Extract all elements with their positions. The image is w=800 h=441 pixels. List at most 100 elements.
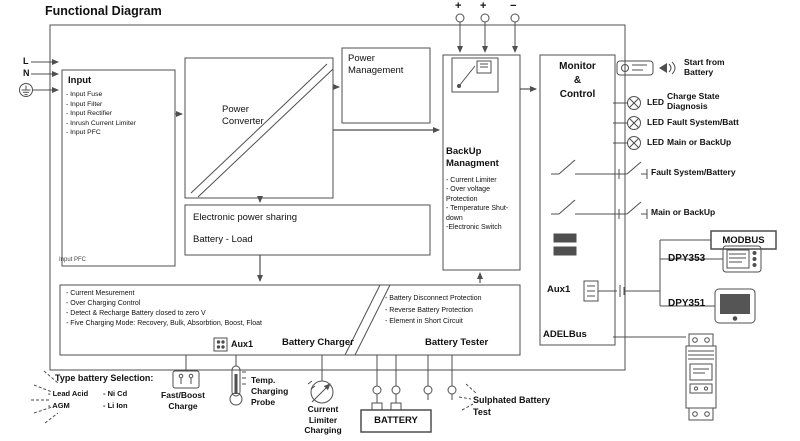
dpy353-display-icon xyxy=(722,245,762,273)
charger-item: - Current Mesurement xyxy=(66,290,135,297)
page-title: Functional Diagram xyxy=(45,4,162,18)
led-prefix-3: LED xyxy=(647,137,664,147)
isolation-line xyxy=(197,68,334,198)
aux1-bottom-label: Aux1 xyxy=(231,339,254,349)
terminal-label-l: L xyxy=(23,56,29,66)
contact-fault-icon xyxy=(618,161,648,179)
backup-block-title: BackUp Managment xyxy=(446,146,499,169)
power-management-label: Power Management xyxy=(348,53,404,76)
type-battery-title: Type battery Selection: xyxy=(55,373,154,383)
current-limiter-label: Current Limiter Charging xyxy=(304,404,342,436)
power-sharing-box xyxy=(184,204,431,256)
tester-item: - Battery Disconnect Protection xyxy=(385,295,482,302)
temp-probe-label: Temp. Charging Probe xyxy=(251,375,289,408)
power-sharing-line1: Electronic power sharing xyxy=(193,212,298,223)
terminal-label-minus: − xyxy=(510,0,517,12)
input-block-title: Input xyxy=(68,75,92,86)
outer-frame xyxy=(49,24,626,371)
top-dc-terminals xyxy=(455,13,520,53)
input-item: - Input Rectifier xyxy=(66,110,113,118)
backup-relay-icon xyxy=(451,57,499,93)
backup-item: -Electronic Switch xyxy=(446,224,502,232)
power-converter-box xyxy=(184,57,334,199)
sulphated-test-label: Sulphated Battery Test xyxy=(473,395,551,417)
tester-item: - Reverse Battery Protection xyxy=(385,306,473,314)
led-prefix-2: LED xyxy=(647,117,664,127)
relay-coil-icon xyxy=(553,246,577,256)
contact-main-backup-icon xyxy=(618,201,648,219)
tester-item: - Element in Short Circuit xyxy=(385,318,463,326)
flow-arrows xyxy=(175,84,537,283)
terminal-label-plus-1: + xyxy=(455,0,462,12)
terminal-label-n: N xyxy=(23,68,30,78)
charger-item: - Five Charging Mode: Recovery, Bulk, Ab… xyxy=(66,320,262,328)
horn-icon xyxy=(659,61,676,75)
led-icons xyxy=(613,96,641,150)
led-label-charge-state: Charge State Diagnosis xyxy=(667,91,720,112)
input-item: - Input Filter xyxy=(66,100,103,108)
thermometer-icon xyxy=(229,355,246,406)
start-from-battery-label: Start from Battery xyxy=(684,57,725,78)
backup-item: - Temperature Shut-down xyxy=(446,205,509,222)
type-battery-item-nicd: - Ni Cd xyxy=(103,389,128,398)
led-prefix-1: LED xyxy=(647,97,664,107)
output-contact-icons xyxy=(618,161,648,219)
backup-item: - Current Limiter xyxy=(446,177,497,184)
type-battery-item-lead-acid: - Lead Acid xyxy=(48,389,89,398)
power-sharing-line2: Battery - Load xyxy=(193,234,253,245)
dashed-signal-decorations xyxy=(31,370,477,424)
tester-item-list: - Battery Disconnect Protection - Revers… xyxy=(385,293,520,328)
input-pfc-stray-label: Input PFC xyxy=(59,257,87,263)
monitor-box xyxy=(539,54,616,346)
relay-coil-icon xyxy=(553,233,577,243)
isolation-line xyxy=(190,63,328,194)
input-item: - Input Fuse xyxy=(66,91,103,98)
input-block-box xyxy=(61,69,176,267)
dpy351-display-icon xyxy=(714,288,756,324)
dpy353-label: DPY353 xyxy=(668,253,706,264)
contact-fault-label: Fault System/Battery xyxy=(651,167,736,177)
led-lamp-icon xyxy=(627,96,641,110)
backup-item: - Over voltage Protection xyxy=(446,186,490,203)
comm-bus-lines xyxy=(613,239,723,338)
fast-boost-icon xyxy=(172,355,200,389)
power-management-box xyxy=(341,47,431,124)
type-battery-item-liion: - Li Ion xyxy=(103,401,128,410)
din-rail-module-icon xyxy=(685,333,717,421)
divider-line xyxy=(354,284,391,356)
divider-line xyxy=(344,284,381,356)
start-button-icon xyxy=(616,60,654,76)
monitor-aux1-connector-icon xyxy=(583,280,660,302)
charger-tester-box xyxy=(59,284,521,356)
power-converter-label: Power Converter xyxy=(222,104,264,127)
led-label-main-backup: Main or BackUp xyxy=(667,137,732,147)
battery-charger-label: Battery Charger xyxy=(282,337,354,348)
current-limiter-icon xyxy=(307,355,334,404)
backup-box xyxy=(442,54,521,271)
led-label-fault: Fault System/Batt xyxy=(667,117,739,127)
dpy351-label: DPY351 xyxy=(668,298,706,309)
modbus-label: MODBUS xyxy=(722,235,765,246)
contact-main-backup-label: Main or BackUp xyxy=(651,207,716,217)
adelbus-label: ADELBus xyxy=(543,329,587,340)
monitor-relay-switches xyxy=(551,159,619,256)
left-input-terminals xyxy=(19,59,59,97)
aux1-connector-icon xyxy=(213,337,228,352)
terminal-label-plus-2: + xyxy=(480,0,487,12)
led-lamp-icon xyxy=(627,116,641,130)
led-lamp-icon xyxy=(627,136,641,150)
charger-item: - Detect & Recharge Battery closed to ze… xyxy=(66,310,206,318)
monitor-aux1-label: Aux1 xyxy=(547,284,571,295)
charger-item: - Over Charging Control xyxy=(66,300,141,308)
battery-icon xyxy=(360,402,432,433)
fast-boost-label: Fast/Boost Charge xyxy=(161,390,205,411)
input-item: - Inrush Current Limiter xyxy=(66,119,136,127)
battery-tester-label: Battery Tester xyxy=(425,337,489,348)
monitor-block-title: Monitor & Control xyxy=(559,61,596,100)
backup-item-list: - Current Limiter - Over voltage Protect… xyxy=(446,176,518,233)
input-item: - Input PFC xyxy=(66,129,101,137)
ground-icon xyxy=(19,83,33,97)
input-item-list: - Input Fuse - Input Filter - Input Rect… xyxy=(66,90,172,138)
